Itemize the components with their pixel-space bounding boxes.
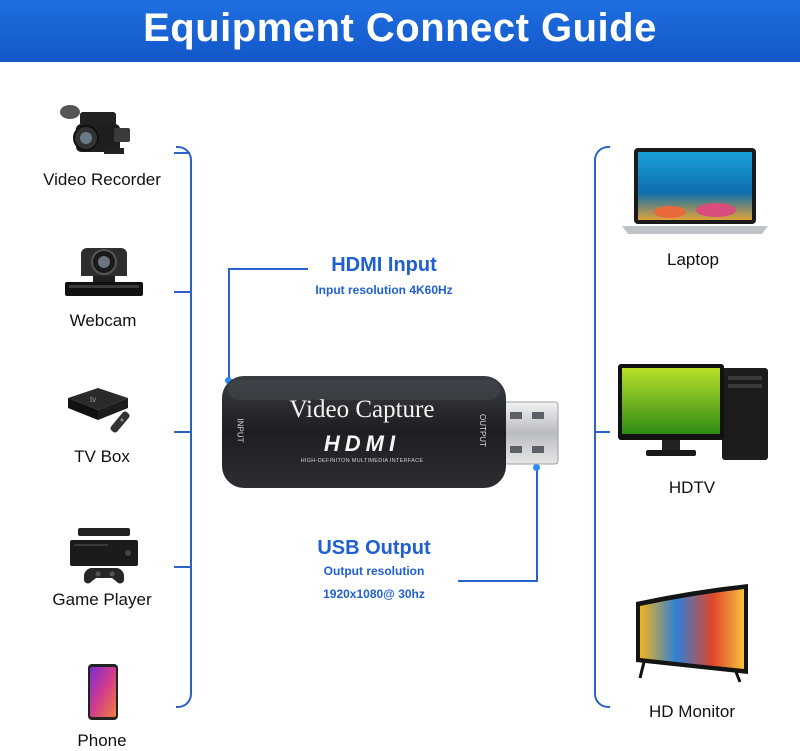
hdmi-logo: HDMI: [323, 431, 401, 456]
hdmi-input-callout-line: [228, 268, 308, 270]
output-port-label: OUTPUT: [477, 414, 487, 447]
label-laptop: Laptop: [667, 250, 719, 269]
title-banner: Equipment Connect Guide: [0, 0, 800, 62]
device-phone: [86, 662, 120, 722]
label-webcam: Webcam: [69, 311, 137, 330]
desktop-pc-icon: [618, 364, 768, 460]
usb-output-line1: Output resolution: [323, 564, 425, 578]
svg-text:tv: tv: [90, 395, 96, 404]
hdmi-input-dot: [225, 377, 232, 384]
game-console-icon: [70, 528, 138, 584]
label-video-recorder: Video Recorder: [43, 170, 161, 189]
connector-video-recorder: [174, 152, 190, 154]
device-tv-box: tv: [64, 384, 142, 436]
connector-hdtv: [594, 431, 610, 433]
connector-tv-box: [174, 431, 190, 433]
curved-monitor-icon: [636, 584, 748, 683]
video-recorder-icon: [60, 105, 130, 154]
usb-output-callout-rise: [536, 468, 538, 582]
device-hd-monitor: [630, 582, 754, 686]
label-hd-monitor: HD Monitor: [649, 702, 735, 721]
label-game-player: Game Player: [52, 590, 152, 609]
label-hdtv: HDTV: [668, 478, 716, 497]
hdmi-input-subtitle: Input resolution 4K60Hz: [315, 283, 453, 297]
webcam-icon: [65, 248, 143, 296]
hdmi-tagline: HIGH-DEFINITON MULTIMEDIA INTERFACE: [300, 458, 424, 464]
hdmi-input-title: HDMI Input: [331, 254, 437, 276]
device-hdtv: [612, 358, 772, 462]
device-laptop: [620, 146, 772, 236]
device-webcam: [63, 244, 145, 300]
device-name: Video Capture: [289, 396, 435, 423]
usb-output-callout-line: [458, 580, 538, 582]
page-title: Equipment Connect Guide: [143, 6, 657, 50]
input-port-label: INPUT: [235, 418, 245, 443]
connector-webcam: [174, 291, 190, 293]
laptop-icon: [622, 148, 768, 234]
input-bracket: [176, 146, 192, 708]
tv-box-icon: tv: [68, 388, 130, 433]
capture-device: Video Capture HDMI HIGH-DEFINITON MULTIM…: [222, 376, 562, 488]
phone-icon: [88, 664, 118, 720]
usb-plug-icon: [222, 376, 559, 488]
connector-game-player: [174, 566, 190, 568]
output-bracket: [594, 146, 610, 708]
usb-output-title: USB Output: [317, 537, 431, 559]
usb-output-dot: [533, 464, 540, 471]
label-phone: Phone: [77, 731, 127, 750]
label-tv-box: TV Box: [74, 447, 130, 466]
device-video-recorder: [58, 98, 138, 162]
hdmi-input-callout-drop: [228, 268, 230, 380]
device-game-player: [64, 526, 144, 586]
usb-output-line2: 1920x1080@ 30hz: [323, 587, 425, 601]
